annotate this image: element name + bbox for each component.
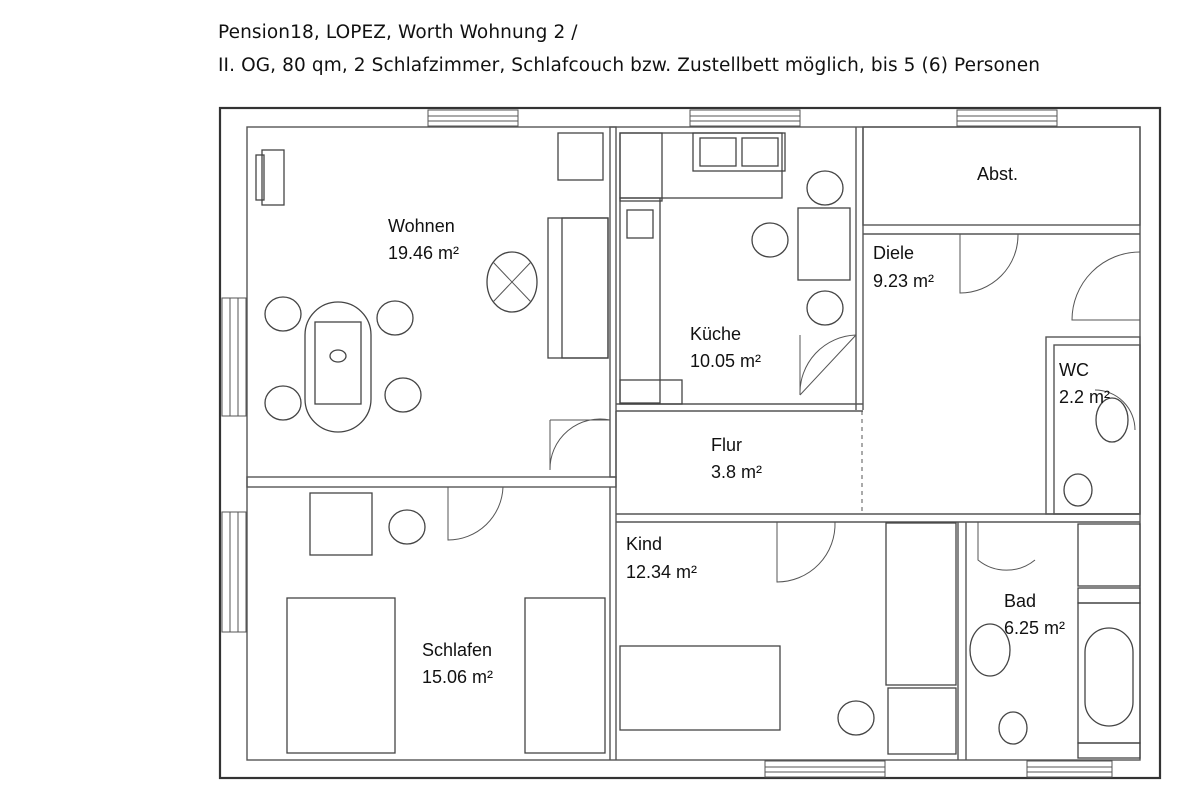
furniture [255,132,1141,759]
plan-subtitle: II. OG, 80 qm, 2 Schlafzimmer, Schlafcou… [218,55,1041,76]
room-area-kueche: 10.05 m² [690,351,761,371]
room-name-bad: Bad [1004,591,1036,611]
room-name-abst: Abst. [977,164,1018,184]
room-name-wohnen: Wohnen [388,216,455,236]
room-name-kind: Kind [626,534,662,554]
outer-walls [218,106,1162,780]
room-name-kueche: Küche [690,324,741,344]
room-area-wc: 2.2 m² [1059,387,1110,407]
room-name-schlafen: Schlafen [422,640,492,660]
room-area-flur: 3.8 m² [711,462,762,482]
room-area-kind: 12.34 m² [626,562,697,582]
interior-walls [246,126,1141,760]
plan-title: Pension18, LOPEZ, Worth Wohnung 2 / [218,22,578,43]
room-name-diele: Diele [873,243,914,263]
room-labels: Wohnen 19.46 m² Küche 10.05 m² Abst. Die… [388,164,1110,687]
doors [447,233,1141,583]
room-name-wc: WC [1059,360,1089,380]
room-area-schlafen: 15.06 m² [422,667,493,687]
room-name-flur: Flur [711,435,742,455]
room-area-bad: 6.25 m² [1004,618,1065,638]
room-area-wohnen: 19.46 m² [388,243,459,263]
room-area-diele: 9.23 m² [873,271,934,291]
